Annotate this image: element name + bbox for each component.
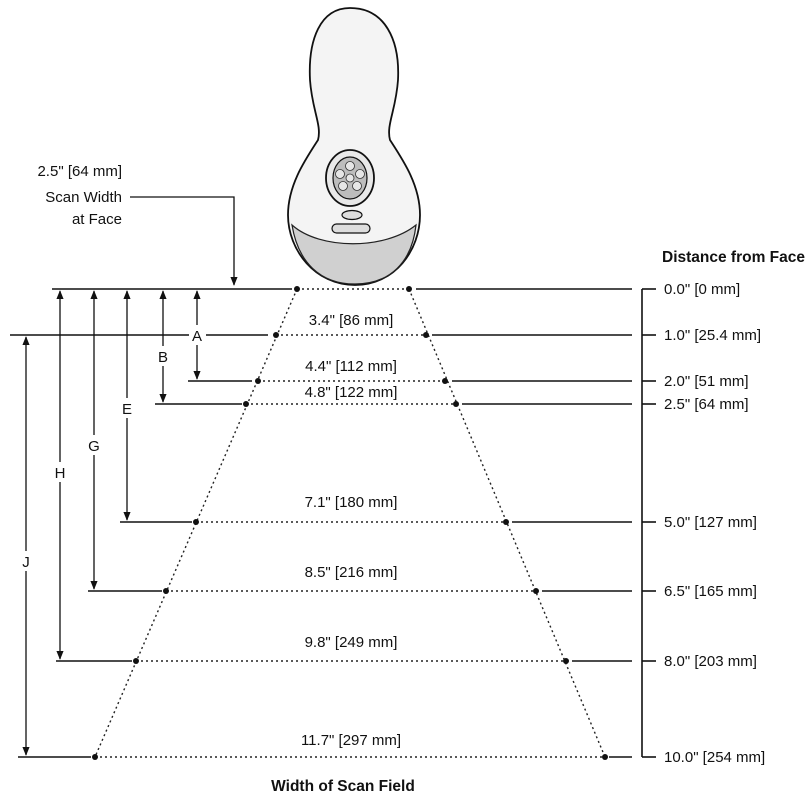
distance-label: 2.5" [64 mm]	[664, 396, 749, 413]
indicator-bottom	[331, 223, 371, 234]
face-note-line-1: 2.5" [64 mm]	[37, 163, 122, 180]
range-e-label-bg	[119, 398, 136, 418]
face-note-line-2: Scan Width	[45, 189, 122, 206]
width-label: 3.4" [86 mm]	[309, 312, 394, 329]
range-a-label-bg	[189, 325, 206, 345]
distance-label: 6.5" [165 mm]	[664, 583, 757, 600]
scanner-body	[287, 7, 421, 286]
text-labels: Distance from Face Width of Scan Field 2…	[18, 163, 805, 795]
range-label-g: G	[88, 438, 100, 455]
width-label: 4.8" [122 mm]	[305, 384, 398, 401]
scanner-device	[287, 7, 421, 286]
distance-axis	[641, 288, 656, 758]
distance-title: Distance from Face	[662, 249, 805, 266]
width-label: 7.1" [180 mm]	[305, 494, 398, 511]
distance-label: 5.0" [127 mm]	[664, 514, 757, 531]
range-g-label-bg	[85, 435, 103, 455]
distance-label: 2.0" [51 mm]	[664, 373, 749, 390]
indicator-top	[341, 209, 363, 221]
width-lines	[95, 288, 605, 758]
face-callout-arrow	[130, 196, 238, 286]
range-label-h: H	[55, 465, 66, 482]
face-callout	[130, 196, 238, 286]
width-label: 11.7" [297 mm]	[301, 732, 401, 749]
button-petals	[335, 161, 365, 191]
width-label: 4.4" [112 mm]	[305, 358, 397, 375]
face-note-line-3: at Face	[72, 211, 122, 228]
range-j-label-bg	[18, 551, 35, 571]
extension-lines	[10, 288, 632, 758]
width-label: 8.5" [216 mm]	[305, 564, 398, 581]
range-label-a: A	[192, 328, 202, 345]
range-label-j: J	[22, 554, 30, 571]
distance-label: 10.0" [254 mm]	[664, 749, 765, 766]
distance-label: 8.0" [203 mm]	[664, 653, 757, 670]
scanner-head-shade	[291, 223, 417, 285]
width-label: 9.8" [249 mm]	[305, 634, 398, 651]
range-h-label-bg	[51, 462, 69, 482]
range-label-b: B	[158, 349, 168, 366]
field-dots	[92, 286, 608, 760]
distance-label: 1.0" [25.4 mm]	[664, 327, 761, 344]
range-b-label-bg	[155, 346, 172, 366]
distance-label: 0.0" [0 mm]	[664, 281, 740, 298]
width-title: Width of Scan Field	[271, 778, 415, 795]
range-label-e: E	[122, 401, 132, 418]
